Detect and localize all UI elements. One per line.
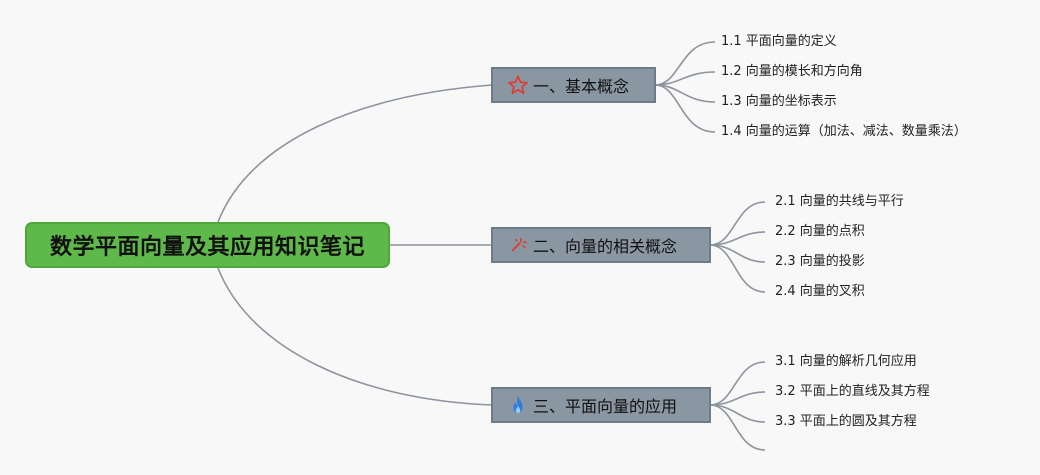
leaf-2-2[interactable]: 2.2 向量的点积 bbox=[775, 224, 865, 239]
leaf-3-1[interactable]: 3.1 向量的解析几何应用 bbox=[775, 354, 917, 369]
root-node[interactable]: 数学平面向量及其应用知识笔记 bbox=[25, 222, 390, 268]
connector-2-1 bbox=[709, 201, 766, 246]
leaf-1-3[interactable]: 1.3 向量的坐标表示 bbox=[721, 94, 837, 109]
topic-basic-concepts[interactable]: 一、基本概念 bbox=[491, 67, 656, 103]
topic-related-concepts[interactable]: 二、向量的相关概念 bbox=[491, 227, 711, 263]
topic-label: 二、向量的相关概念 bbox=[533, 237, 678, 256]
topic-label: 三、平面向量的应用 bbox=[533, 397, 678, 416]
connector-2-4 bbox=[709, 244, 766, 293]
connector-1-4 bbox=[654, 84, 716, 133]
connector-3-1 bbox=[709, 361, 766, 406]
leaf-1-4[interactable]: 1.4 向量的运算（加法、减法、数量乘法） bbox=[721, 124, 967, 139]
leaf-2-1[interactable]: 2.1 向量的共线与平行 bbox=[775, 194, 904, 209]
leaf-2-4[interactable]: 2.4 向量的叉积 bbox=[775, 284, 865, 299]
connector-root-topic-1 bbox=[217, 84, 493, 223]
leaf-2-3[interactable]: 2.3 向量的投影 bbox=[775, 254, 865, 269]
leaf-1-1[interactable]: 1.1 平面向量的定义 bbox=[721, 34, 837, 49]
fire-icon bbox=[507, 394, 529, 416]
connector-1-1 bbox=[654, 41, 716, 86]
root-title: 数学平面向量及其应用知识笔记 bbox=[49, 235, 365, 260]
connector-3-4 bbox=[709, 404, 766, 451]
leaf-1-2[interactable]: 1.2 向量的模长和方向角 bbox=[721, 64, 863, 79]
sparkle-icon bbox=[507, 234, 529, 256]
connector-root-topic-3 bbox=[217, 267, 493, 406]
leaf-3-3[interactable]: 3.3 平面上的圆及其方程 bbox=[775, 414, 917, 429]
topic-label: 一、基本概念 bbox=[533, 77, 630, 96]
star-icon bbox=[507, 74, 529, 96]
topic-applications[interactable]: 三、平面向量的应用 bbox=[491, 387, 711, 423]
leaf-3-2[interactable]: 3.2 平面上的直线及其方程 bbox=[775, 384, 930, 399]
